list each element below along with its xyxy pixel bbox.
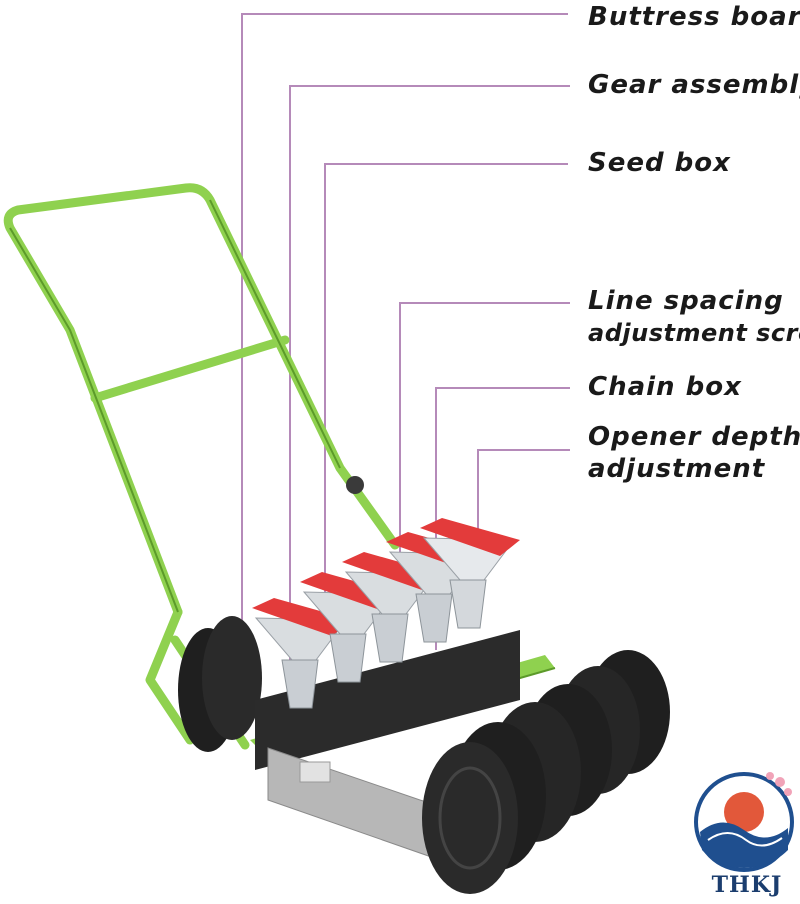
rear-wheels <box>178 616 262 752</box>
leader-line-spacing <box>399 302 570 640</box>
leader-seed-box <box>324 163 568 600</box>
label-seed-box: Seed box <box>588 148 731 178</box>
chassis <box>250 630 556 770</box>
leader-buttress-board <box>241 13 568 745</box>
label-buttress-board: Buttress board <box>588 2 800 32</box>
leader-gear-assembly <box>289 85 570 720</box>
label-line-spacing-1: Line spacing <box>588 286 784 316</box>
label-gear-assembly: Gear assembly <box>588 70 800 100</box>
handle-frame-shade <box>9 199 341 613</box>
label-opener-depth-1: Opener depth <box>588 422 800 452</box>
brand-name: THKJ <box>711 872 783 898</box>
label-opener-depth-2: adjustment <box>588 454 766 484</box>
label-line-spacing-2: adjustment screw <box>588 319 800 347</box>
seed-boxes <box>252 518 520 709</box>
frame-knob <box>346 476 364 494</box>
label-chain-box: Chain box <box>588 372 742 402</box>
brand-logo-icon <box>694 772 794 872</box>
front-wheels <box>422 650 670 894</box>
